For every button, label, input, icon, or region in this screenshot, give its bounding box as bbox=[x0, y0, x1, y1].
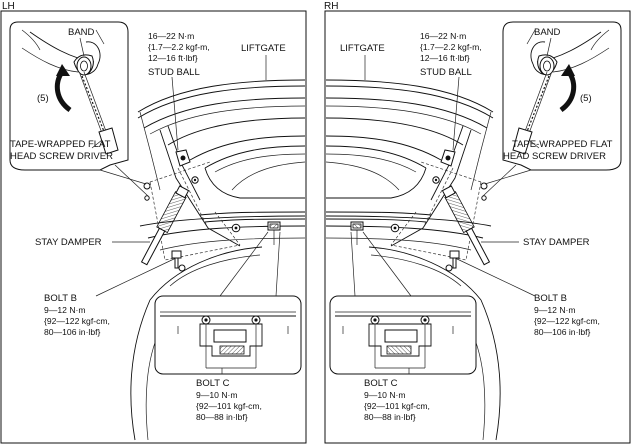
lh-tool-label-line-2: HEAD SCREW DRIVER bbox=[10, 151, 113, 162]
rh-tool-label-line-2: HEAD SCREW DRIVER bbox=[503, 151, 606, 162]
lh-stud-torque-line-1: 16—22 N·m bbox=[148, 31, 194, 41]
rh-step-label: (5) bbox=[580, 93, 592, 104]
rh-side-label: RH bbox=[324, 1, 338, 12]
lh-bolt-b-label: BOLT B bbox=[44, 293, 77, 304]
rh-stud-ball-label: STUD BALL bbox=[420, 67, 472, 78]
lh-tool-label-line-1: TAPE-WRAPPED FLAT bbox=[10, 139, 111, 150]
rh-stud-torque-line-2: {1.7—2.2 kgf-m, bbox=[420, 42, 482, 52]
rh-bolt-c-torque-1: 9—10 N·m bbox=[364, 390, 406, 400]
rh-bolt-c-torque-3: 80—88 in·lbf} bbox=[364, 412, 416, 422]
lh-bolt-c-label: BOLT C bbox=[196, 378, 230, 389]
rh-panel: RH LIFTGATE 16—22 N·m {1.7—2.2 kgf-m, 12… bbox=[324, 1, 630, 443]
rh-bolt-c-torque-2: {92—101 kgf-cm, bbox=[364, 401, 430, 411]
rh-bolt-b-torque-1: 9—12 N·m bbox=[534, 305, 576, 315]
lh-step-label: (5) bbox=[37, 93, 49, 104]
rh-bolt-b-torque-2: {92—122 kgf-cm, bbox=[534, 316, 600, 326]
lh-stud-torque-line-3: 12—16 ft·lbf} bbox=[148, 53, 198, 63]
rh-stud-torque-line-1: 16—22 N·m bbox=[420, 31, 466, 41]
lh-bolt-b-torque-1: 9—12 N·m bbox=[44, 305, 86, 315]
lh-stay-damper-label: STAY DAMPER bbox=[35, 237, 102, 248]
lh-bolt-c-torque-3: 80—88 in·lbf} bbox=[196, 412, 248, 422]
lh-bolt-b-torque-3: 80—106 in·lbf} bbox=[44, 327, 101, 337]
lh-bolt-c-torque-2: {92—101 kgf-cm, bbox=[196, 401, 262, 411]
lh-bolt-c-torque-1: 9—10 N·m bbox=[196, 390, 238, 400]
lh-bolt-b-torque-2: {92—122 kgf-cm, bbox=[44, 316, 110, 326]
lh-panel: LH LIFTGATE 16—22 N·m {1.7—2.2 kgf-m, 12… bbox=[1, 1, 306, 443]
rh-stay-damper-label: STAY DAMPER bbox=[523, 237, 590, 248]
lh-stud-ball-label: STUD BALL bbox=[148, 67, 200, 78]
lh-liftgate-label: LIFTGATE bbox=[241, 43, 286, 54]
lh-band-label: BAND bbox=[68, 27, 95, 38]
rh-bolt-b-torque-3: 80—106 in·lbf} bbox=[534, 327, 591, 337]
rh-tool-label-line-1: TAPE-WRAPPED FLAT bbox=[512, 139, 613, 150]
rh-band-label: BAND bbox=[534, 27, 561, 38]
rh-bolt-c-label: BOLT C bbox=[364, 378, 398, 389]
lh-side-label: LH bbox=[2, 1, 15, 12]
lh-stud-torque-line-2: {1.7—2.2 kgf-m, bbox=[148, 42, 210, 52]
rh-liftgate-label: LIFTGATE bbox=[340, 43, 385, 54]
rh-stud-torque-line-3: 12—16 ft·lbf} bbox=[420, 53, 470, 63]
rh-bolt-b-label: BOLT B bbox=[534, 293, 567, 304]
